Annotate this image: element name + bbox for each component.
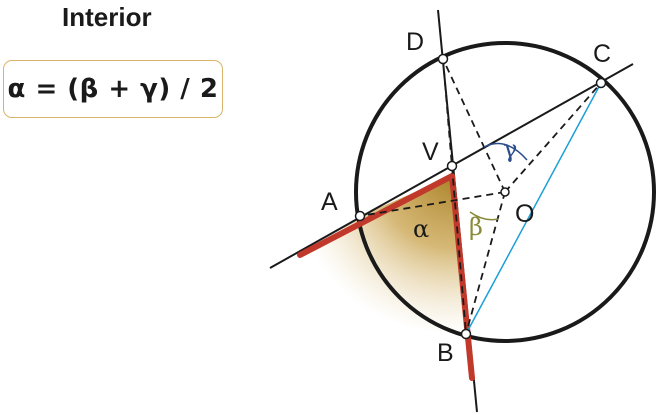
label-v: V [422,138,439,166]
point-a [354,210,366,222]
circle [354,41,656,343]
label-d: D [406,28,424,56]
chord-segment-va [297,173,455,258]
dashed-d-b [442,58,467,335]
point-c [595,77,607,89]
formula-box: α = (β + γ) / 2 [3,60,223,118]
page-title: Interior [62,2,152,32]
point-d [437,53,449,65]
label-c: C [593,40,611,68]
gamma-angle-arc [483,142,528,161]
label-gamma: γ [503,135,517,163]
segment-bc [465,82,602,335]
label-beta: β [469,213,483,241]
label-o: O [515,200,534,228]
dashed-o-a [359,191,506,217]
label-a: A [321,188,338,216]
point-v [446,160,458,172]
alpha-angle-region [300,176,466,334]
dashed-o-c [504,82,602,193]
point-b [460,328,472,340]
point-o [500,187,510,197]
label-alpha: α [413,215,429,243]
formula-text: α = (β + γ) / 2 [7,74,219,104]
dashed-o-b [465,191,506,335]
label-b: B [437,339,454,367]
dashed-o-d [442,58,506,193]
beta-angle-arc [469,211,499,221]
